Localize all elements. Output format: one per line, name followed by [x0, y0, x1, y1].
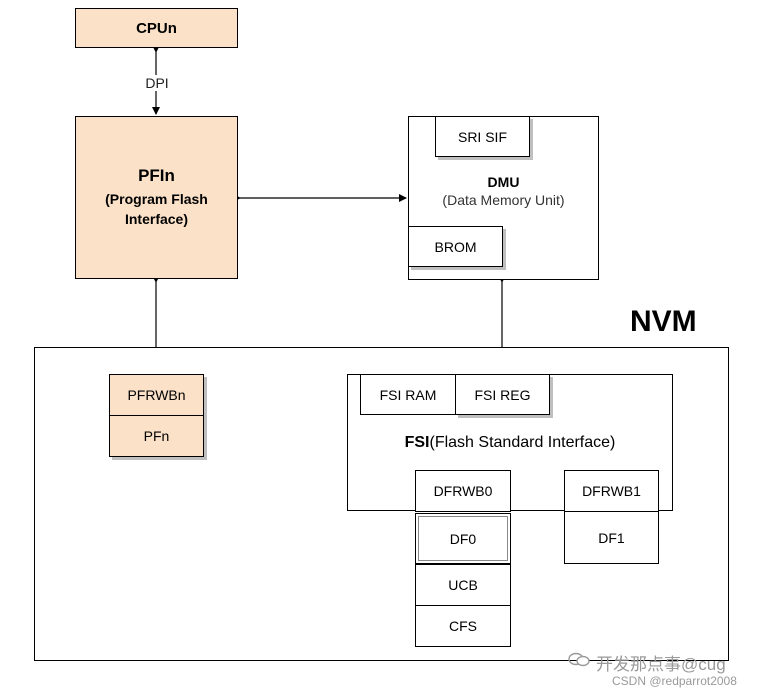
fsi-title-rest: (Flash Standard Interface) — [429, 434, 616, 451]
dfrwb0-label: DFRWB0 — [433, 483, 493, 499]
df1-label: DF1 — [598, 529, 625, 546]
watermark-line2: CSDN @redparrot2008 — [612, 674, 737, 688]
dmu-subtitle: (Data Memory Unit) — [442, 192, 565, 208]
sri-sif-block: SRI SIF — [435, 116, 530, 157]
watermark-logo-icon — [568, 652, 590, 667]
ucb-block: UCB — [415, 564, 511, 606]
pfi-title: PFIn — [138, 166, 175, 185]
sri-sif-label: SRI SIF — [457, 128, 507, 145]
dfrwb1-label: DFRWB1 — [582, 483, 641, 499]
dpi-label: DPI — [140, 75, 174, 91]
pfi-subtitle-line2: Interface) — [124, 211, 189, 227]
nvm-label: NVM — [630, 305, 697, 338]
fsi-ram-block: FSI RAM — [360, 374, 456, 415]
pf-block: PFn — [109, 415, 204, 457]
dfrwb1-block: DFRWB1 — [564, 470, 659, 512]
ucb-label: UCB — [448, 577, 478, 593]
fsi-title-bold: FSI — [404, 434, 430, 451]
df1-block: DF1 — [564, 511, 659, 564]
cpu-block: CPUn — [75, 8, 238, 48]
pfi-block: PFIn (Program Flash Interface) — [75, 116, 238, 279]
df0-label: DF0 — [449, 530, 477, 547]
fsi-ram-label: FSI RAM — [379, 386, 437, 403]
dfrwb0-block: DFRWB0 — [415, 470, 511, 512]
cfs-label: CFS — [449, 618, 477, 634]
pfrwb-label: PFRWBn — [127, 387, 186, 403]
pfi-subtitle-line1: (Program Flash — [105, 191, 208, 207]
cfs-block: CFS — [415, 605, 511, 647]
watermark-line1: 开发那点事@cug — [596, 655, 726, 674]
dmu-title: DMU — [487, 174, 520, 190]
brom-block: BROM — [408, 226, 503, 267]
fsi-reg-block: FSI REG — [455, 374, 550, 415]
fsi-title: FSI(Flash Standard Interface) — [348, 434, 672, 452]
brom-label: BROM — [434, 238, 477, 255]
fsi-reg-label: FSI REG — [474, 386, 531, 403]
df0-block: DF0 — [415, 513, 511, 564]
cpu-label: CPUn — [136, 19, 177, 37]
pf-label: PFn — [143, 428, 170, 444]
pfrwb-block: PFRWBn — [109, 374, 204, 416]
